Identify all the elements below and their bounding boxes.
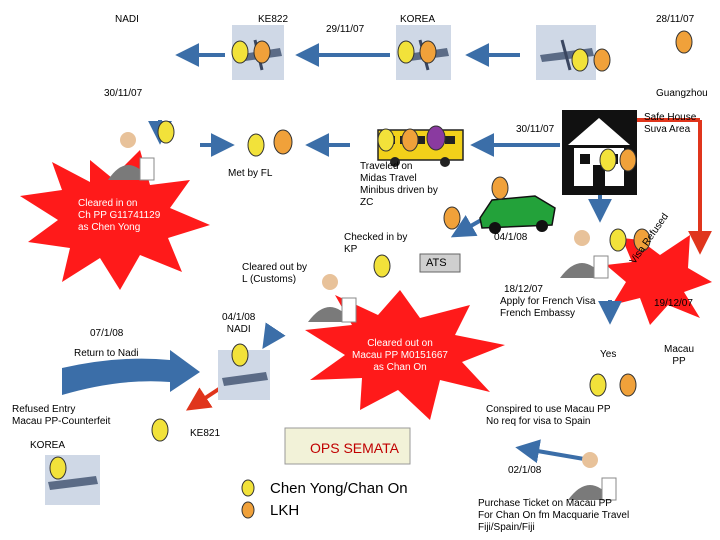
checked-in-label: Checked in by KP (344, 232, 408, 255)
visa-refused-burst (606, 235, 712, 325)
refused-entry-label: Refused Entry Macau PP-Counterfeit (12, 404, 111, 427)
traveled-label: Traveled on Midas Travel Minibus driven … (360, 161, 438, 208)
nadi-label: NADI (115, 14, 139, 25)
date-label: 28/11/07 (656, 14, 695, 25)
date-label: 18/12/07 (504, 284, 543, 295)
safe-house-label: Safe House Suva Area (644, 112, 697, 135)
date-label: 07/1/08 (90, 328, 124, 339)
businessman-icon (568, 452, 617, 501)
cleared-out-customs-label: Cleared out by L (Customs) (242, 262, 308, 285)
purchase-label: Purchase Ticket on Macau PP For Chan On … (478, 498, 630, 533)
ats-box (419, 253, 461, 273)
legend-line-1: Chen Yong/Chan On (270, 480, 408, 497)
nadi-departure-label: 04/1/08 NADI (222, 312, 256, 335)
airplane-icon (536, 25, 596, 80)
macau-pp-label: Macau PP (664, 344, 695, 367)
date-label: 02/1/08 (508, 465, 542, 476)
car-icon (479, 195, 556, 234)
businessman-icon (108, 132, 155, 181)
date-label: 30/11/07 (104, 88, 143, 99)
person-icon (49, 30, 693, 519)
date-label: 04/1/08 (494, 232, 528, 243)
conspired-label: Conspired to use Macau PP No req for vis… (486, 404, 611, 427)
date-label: 30/11/07 (516, 124, 555, 135)
return-arrow (62, 350, 200, 395)
cleared-in-label: Cleared in on Ch PP G11741129 as Chen Yo… (78, 198, 161, 233)
korea-label: KOREA (400, 14, 436, 25)
return-label: Return to Nadi (74, 348, 139, 359)
flight-ke821-label: KE821 (190, 428, 221, 439)
legend-line-2: LKH (270, 502, 300, 519)
date-label: 29/11/07 (326, 24, 365, 35)
ats-label: ATS (426, 257, 447, 269)
korea-label: KOREA (30, 440, 66, 451)
apply-visa-label: Apply for French Visa French Embassy (500, 296, 596, 319)
flight-ke822-label: KE822 (258, 14, 289, 25)
ops-box (284, 427, 411, 465)
date-label: 19/12/07 (654, 298, 693, 309)
businessman-icon (560, 230, 609, 279)
businessman-icon (308, 274, 357, 323)
yes-label: Yes (600, 349, 617, 360)
ops-semata-label: OPS SEMATA (310, 440, 399, 456)
cleared-in-burst (20, 150, 210, 290)
flow-arrows (148, 43, 622, 464)
met-by-label: Met by FL (228, 168, 273, 179)
cleared-out-macau-label: Cleared out on Macau PP M0151667 as Chan… (352, 338, 448, 373)
guangzhou-label: Guangzhou (656, 88, 708, 99)
